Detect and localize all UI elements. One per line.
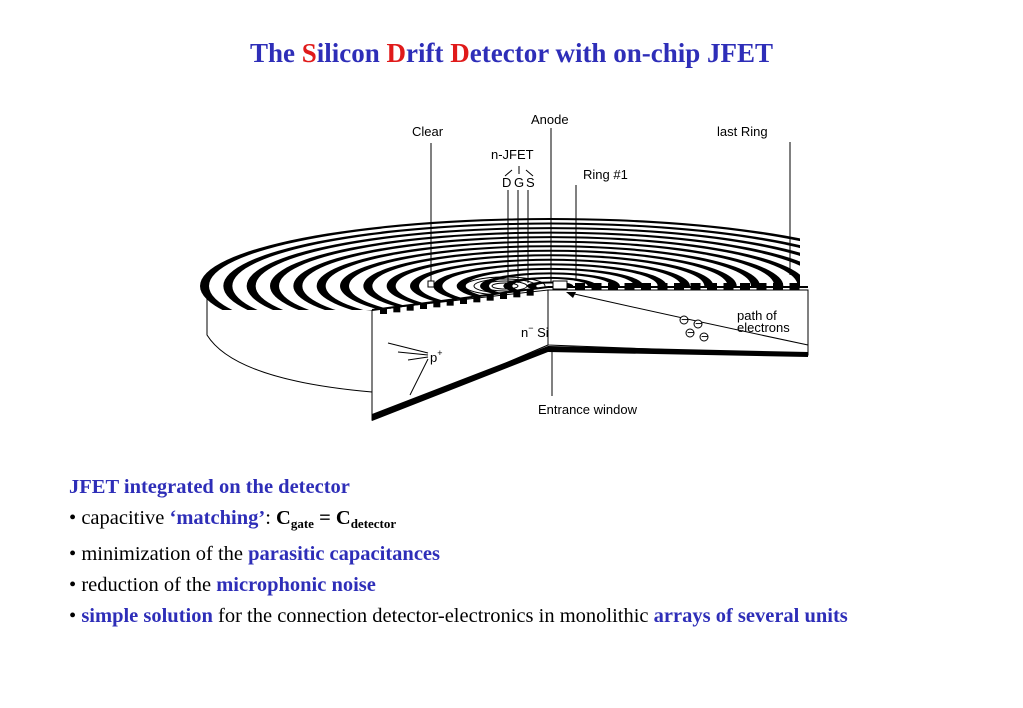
cut-stripe [624, 283, 635, 290]
jfet-ring [482, 280, 528, 292]
cut-stripe [608, 283, 618, 290]
bullet-dot: • [69, 507, 77, 529]
label-path-1: path of [737, 308, 777, 323]
cut-stripe [433, 301, 441, 308]
svg-text:−: − [695, 316, 703, 331]
slide-title: The Silicon Drift Detector with on-chip … [0, 38, 1023, 69]
bullet-highlight: arrays of several units [653, 605, 848, 627]
bullet-text: minimization of the [76, 543, 249, 565]
label-clear: Clear [412, 124, 444, 139]
title-part: ilicon [316, 38, 387, 68]
cut-stripe [526, 289, 534, 296]
label-s: S [526, 175, 535, 190]
bullet-highlight: microphonic noise [216, 574, 376, 596]
bullet-dot: • [69, 543, 77, 565]
cut-stripe [641, 283, 651, 290]
cut-edge-stripes [380, 283, 800, 314]
cut-stripe [446, 299, 454, 306]
bullet-item-4: • simple solution for the connection det… [69, 601, 949, 632]
bullet-text: : [265, 507, 277, 529]
title-letter-s: S [301, 38, 317, 68]
cut-stripe [674, 283, 684, 290]
sdd-diagram: − − − − Clear Anode last Ring n-JFET D G… [200, 112, 809, 421]
title-letter-d1: D [386, 38, 407, 68]
bullet-text: for the connection detector-electronics … [212, 605, 654, 627]
bullet-highlight: ‘matching’ [169, 507, 266, 529]
label-entrance-window: Entrance window [538, 402, 638, 417]
label-n-jfet: n-JFET [491, 147, 534, 162]
anode-pad [552, 280, 568, 290]
cut-stripe [690, 283, 701, 290]
bullet-dot: • [69, 574, 77, 596]
label-last-ring: last Ring [717, 124, 768, 139]
svg-text:−: − [681, 312, 689, 327]
label-path-2: electrons [737, 320, 790, 335]
cut-stripe [380, 308, 387, 314]
cut-stripe [773, 283, 783, 290]
electrons: − − − − [679, 312, 709, 344]
bullet-highlight: simple solution [81, 605, 213, 627]
leader-lines [387, 128, 791, 396]
svg-text:−: − [701, 329, 709, 344]
formula: Cgate = Cdetector [276, 507, 397, 531]
title-part: The [249, 38, 302, 68]
bullet-text: reduction of the [76, 574, 217, 596]
cut-stripe [707, 283, 717, 290]
electron-path-arrow [569, 292, 809, 346]
label-n-si: n− Si [521, 323, 549, 340]
cut-stripe [657, 283, 668, 290]
label-g: G [514, 175, 524, 190]
cut-stripe [486, 294, 494, 301]
jfet-ring [491, 282, 519, 290]
cut-stripe [591, 283, 602, 290]
bullets-heading: JFET integrated on the detector [69, 476, 350, 498]
title-part: etector with on-chip JFET [469, 38, 773, 68]
bullet-item-3: • reduction of the microphonic noise [69, 570, 949, 601]
cut-stripe [473, 296, 481, 303]
cut-stripe [723, 283, 734, 290]
label-d: D [502, 175, 511, 190]
cut-stripe [420, 303, 427, 309]
svg-text:−: − [687, 325, 695, 340]
cut-stripe [406, 304, 414, 311]
cut-stripe [513, 291, 521, 298]
bullet-list: JFET integrated on the detector • capaci… [69, 472, 949, 632]
bullet-highlight: parasitic capacitances [248, 543, 441, 565]
title-part: rift [406, 38, 451, 68]
bullet-item-2: • minimization of the parasitic capacita… [69, 539, 949, 570]
cut-stripe [756, 283, 767, 290]
label-anode: Anode [531, 112, 569, 127]
entrance-window [372, 346, 808, 421]
cut-stripe [575, 283, 585, 290]
cut-stripe [740, 283, 750, 290]
cut-stripe [500, 293, 507, 299]
cut-stripe [393, 306, 401, 313]
cut-stripe [789, 283, 800, 290]
bullet-dot: • [69, 605, 77, 627]
bullet-item-1: • capacitive ‘matching’: Cgate = Cdetect… [69, 503, 949, 539]
label-p-plus: p+ [430, 348, 443, 365]
cut-stripe [460, 298, 467, 304]
bullet-text: capacitive [76, 507, 170, 529]
title-letter-d2: D [450, 38, 470, 68]
label-ring1: Ring #1 [583, 167, 628, 182]
